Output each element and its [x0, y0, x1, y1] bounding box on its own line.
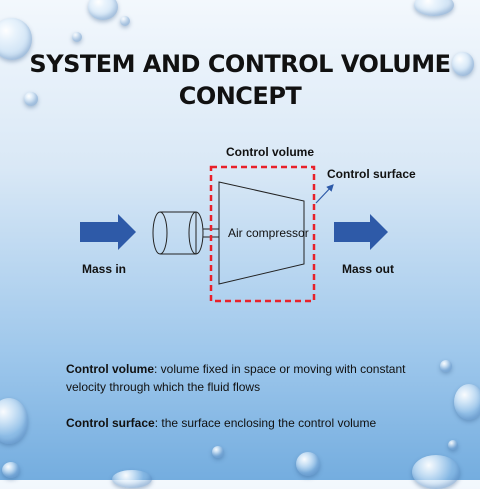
control-surface-pointer	[315, 184, 334, 204]
water-drop-decoration	[448, 440, 458, 450]
compressor-label: Air compressor	[228, 226, 309, 240]
water-drop-decoration	[120, 16, 130, 26]
water-drop-decoration	[440, 360, 452, 372]
control-volume-definition: Control volume: volume fixed in space or…	[66, 360, 446, 396]
definition-text: : volume fixed in space or moving with c…	[66, 362, 406, 394]
mass-out-arrow	[334, 214, 388, 250]
control-surface-definition: Control surface: the surface enclosing t…	[66, 414, 446, 432]
water-drop-decoration	[88, 0, 118, 20]
water-drop-decoration	[452, 52, 474, 76]
definition-text: : the surface enclosing the control volu…	[154, 416, 377, 430]
water-drop-decoration	[296, 452, 320, 476]
mass-in-arrow	[80, 214, 136, 250]
motor-cylinder	[152, 211, 204, 255]
control-surface-label: Control surface	[327, 167, 416, 181]
slide-title: SYSTEM AND CONTROL VOLUME CONCEPT	[0, 48, 480, 112]
water-drop-decoration	[72, 32, 82, 42]
water-drop-decoration	[414, 0, 454, 16]
air-compressor-shape	[218, 181, 305, 285]
title-line-1: SYSTEM AND CONTROL VOLUME	[29, 50, 451, 78]
control-volume-label: Control volume	[226, 145, 315, 159]
water-drop-decoration	[24, 92, 38, 106]
water-drop-decoration	[0, 18, 32, 60]
control-volume-boundary	[209, 165, 316, 303]
definition-term: Control surface	[66, 416, 155, 430]
mass-in-label: Mass in	[82, 262, 127, 276]
title-line-2: CONCEPT	[178, 82, 302, 110]
water-drop-decoration	[2, 462, 20, 478]
mass-out-label: Mass out	[342, 262, 395, 276]
water-drop-decoration	[454, 384, 480, 420]
definition-term: Control volume	[66, 362, 155, 376]
water-drop-decoration	[212, 446, 224, 458]
